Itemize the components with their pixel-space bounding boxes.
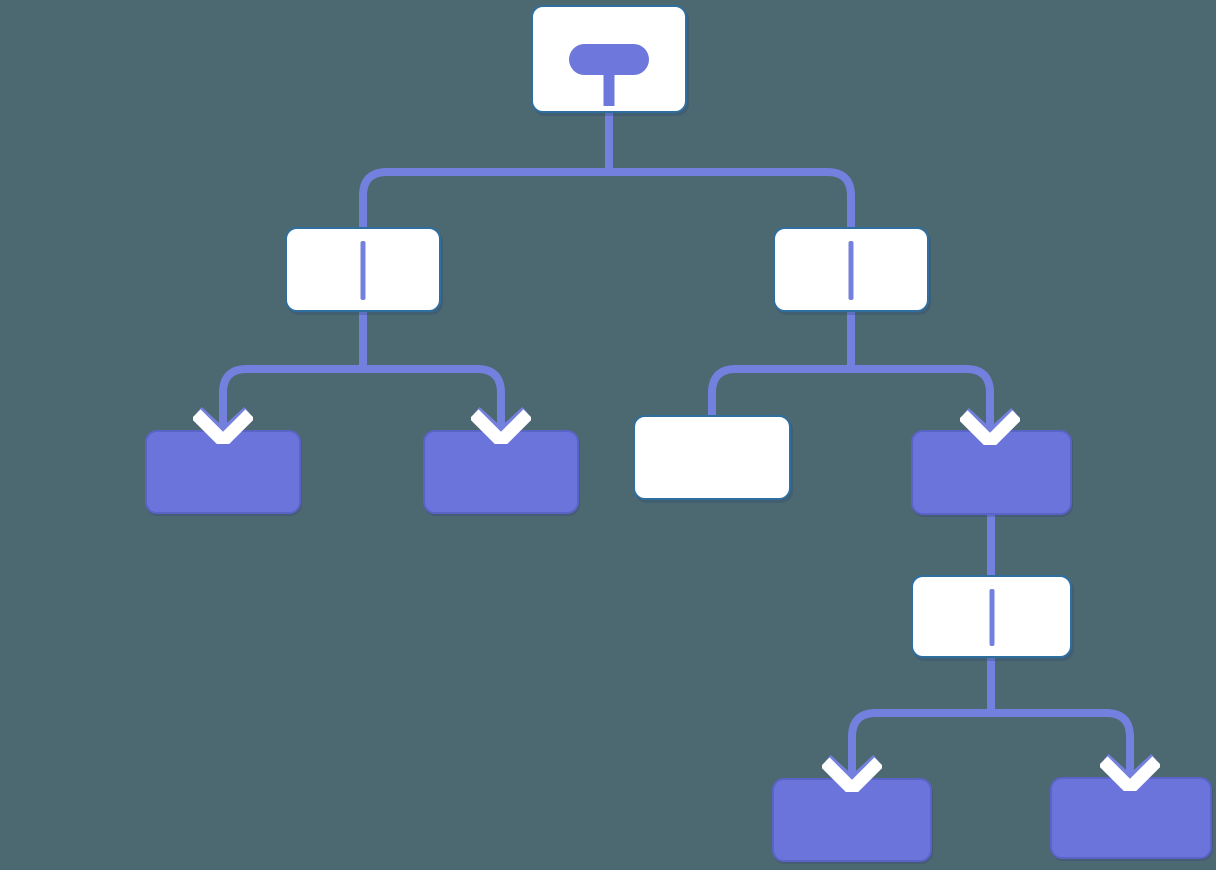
root-pill-icon [569,44,649,75]
vertical-bar-icon [360,241,366,300]
leaf-node-4[interactable] [1050,777,1212,859]
branch-node-left[interactable] [285,227,441,312]
child-node-plain[interactable] [633,415,791,500]
root-pill-stem [603,73,615,106]
connector-rail-bottom [848,709,1134,780]
leaf-node-3[interactable] [772,778,932,862]
leaf-node-2[interactable] [423,430,579,514]
branch-node-right[interactable] [773,227,929,312]
vertical-bar-icon [989,589,994,646]
connector-rail-level-1 [359,168,855,227]
connector-rail-left [219,365,505,432]
connector-rail-right [708,365,994,432]
branch-node-bottom[interactable] [911,575,1072,658]
root-node[interactable] [531,5,687,113]
vertical-bar-icon [848,241,854,300]
child-node-target[interactable] [911,430,1072,515]
leaf-node-1[interactable] [145,430,301,514]
